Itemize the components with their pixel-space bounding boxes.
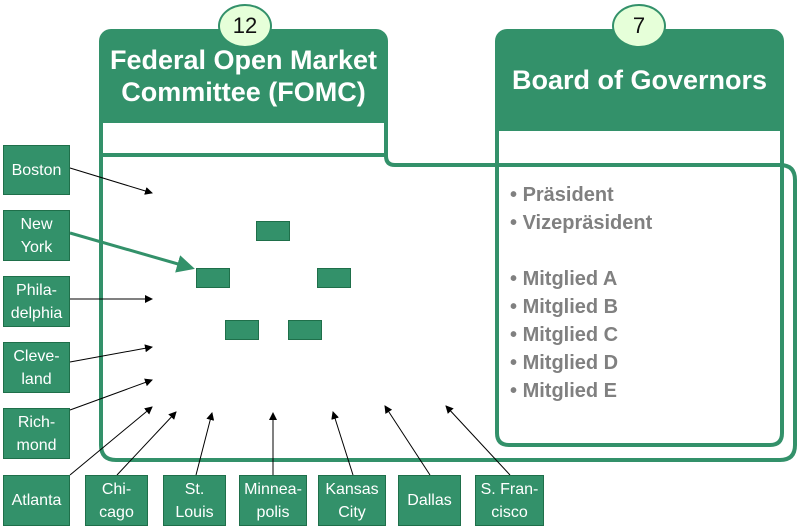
board-member-item: • Vizepräsident [510,212,653,234]
board-frame [495,120,784,447]
fomc-count-badge: 12 [218,4,272,48]
bank-label: delphia [10,304,63,322]
fomc-frame [99,120,797,462]
arrow-new-york [69,231,195,273]
board-member-item: • Mitglied A [510,268,618,290]
fomc-frame-top [99,118,388,157]
board-member-item: • Präsident [510,184,614,206]
fomc-seat [317,268,351,288]
bank-label: cisco [491,503,528,521]
bank-st-louis: St. Louis [163,475,226,526]
bank-richmond: Rich-mond [3,408,70,459]
board-count: 7 [632,13,646,38]
arrow-san-francisco [445,405,511,476]
bank-minneapolis: Minnea-polis [239,475,307,526]
bank-label: New [20,215,53,233]
bank-label: Minnea- [244,480,302,498]
bank-cleveland: Cleve-land [3,342,70,393]
bank-chicago: Chi-cago [85,475,148,526]
bank-label: Dallas [407,492,452,509]
board-title: Board of Governors [511,65,768,95]
arrow-chicago [116,411,177,476]
fomc-title-line2: Committee (FOMC) [121,77,366,107]
bank-label: Boston [11,161,62,179]
arrow-atlanta [69,406,153,476]
board-member-item: • Mitglied B [510,296,619,318]
bank-label: Atlanta [11,492,62,509]
bank-label: cago [99,503,134,521]
fomc-count: 12 [232,13,258,38]
arrow-st-louis [195,412,215,476]
board-member-label: Mitglied E [522,380,618,402]
board-member-label: Präsident [522,184,614,206]
bank-label: Chi- [101,480,132,498]
bank-label: Kansas [325,480,379,498]
fomc-title-line1: Federal Open Market [109,45,378,75]
bank-label: Louis [175,503,214,521]
arrow-richmond [69,378,153,411]
fomc-seat [196,268,230,288]
board-member-item: • Mitglied D [510,352,619,374]
bank-boston: Boston [3,145,70,195]
fomc-seat [225,320,259,340]
bank-label: St. [184,480,205,498]
arrow-kansas-city [331,411,354,476]
bank-label: Rich- [17,413,56,431]
arrow-cleveland [69,344,153,363]
board-member-label: Mitglied B [522,296,619,318]
bank-san-francisco: S. Fran-cisco [475,475,544,526]
bank-label: Phila- [16,281,57,299]
fomc-seat [288,320,322,340]
board-member-label: Vizepräsident [522,212,653,234]
bank-atlanta: Atlanta [3,475,70,526]
bank-label: City [338,503,366,521]
board-member-item: • Mitglied E [510,380,618,402]
bank-label: polis [256,503,290,521]
arrow-boston [69,167,153,195]
board-member-item: • Mitglied C [510,324,619,346]
board-header: Board of Governors [495,29,784,131]
bank-philadelphia: Phila-delphia [3,276,70,327]
bank-dallas: Dallas [398,475,461,526]
board-count-badge: 7 [612,4,666,48]
bank-label: York [20,238,53,256]
board-member-label: Mitglied D [522,352,619,374]
bank-label: S. Fran- [480,480,539,498]
bank-label: Cleve- [13,347,60,365]
board-member-label: Mitglied C [522,324,619,346]
bank-label: mond [16,436,57,454]
fomc-seat [256,221,290,241]
arrow-dallas [384,405,431,476]
board-member-label: Mitglied A [522,268,618,290]
bank-label: land [21,370,52,388]
